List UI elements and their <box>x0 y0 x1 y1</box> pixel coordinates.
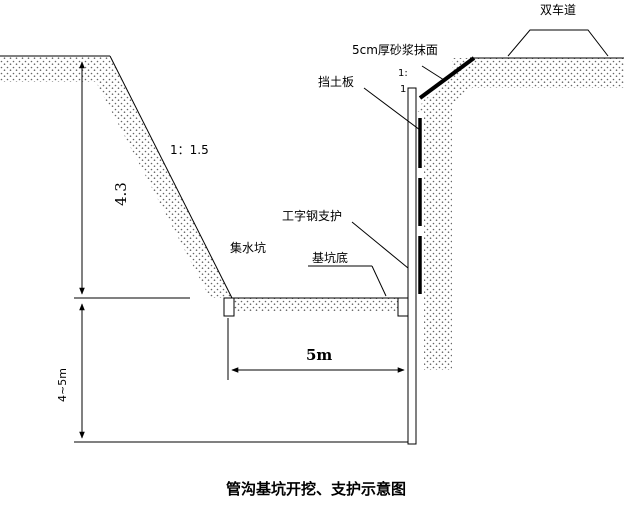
soil-pit-bottom <box>232 298 408 312</box>
label-slope-right-num: 1: <box>398 68 408 79</box>
label-retaining-board: 挡土板 <box>318 75 354 89</box>
diagram-caption: 管沟基坑开挖、支护示意图 <box>226 480 406 498</box>
sump-post-left <box>223 297 235 317</box>
soil-right-top <box>452 58 624 104</box>
label-width: 5m <box>306 346 332 364</box>
label-slope-right-den: 1 <box>400 84 406 95</box>
soil-left-top <box>0 56 122 82</box>
leader-board <box>363 87 421 131</box>
label-mortar-face: 5cm厚砂浆抹面 <box>352 42 438 57</box>
label-road: 双车道 <box>540 2 576 17</box>
label-slope-left: 1：1.5 <box>170 143 209 157</box>
soil-right-wall <box>416 68 624 370</box>
soil-left-slope <box>96 82 232 298</box>
sump-post-right <box>397 297 409 317</box>
label-depth-lower: 4~5m <box>56 368 69 402</box>
road-embankment <box>507 29 609 57</box>
left-slope-line <box>109 55 233 299</box>
label-pit-bottom: 基坑底 <box>312 250 348 265</box>
leader-pit-bottom-diag <box>371 265 387 297</box>
leader-mortar <box>421 65 445 81</box>
leader-ibeam <box>351 221 409 269</box>
label-i-beam-support: 工字钢支护 <box>282 208 342 223</box>
i-beam-pile <box>407 87 417 445</box>
mortar-face-line <box>418 56 476 100</box>
label-depth-upper: 4.3 <box>112 182 130 206</box>
label-sump: 集水坑 <box>230 240 266 255</box>
